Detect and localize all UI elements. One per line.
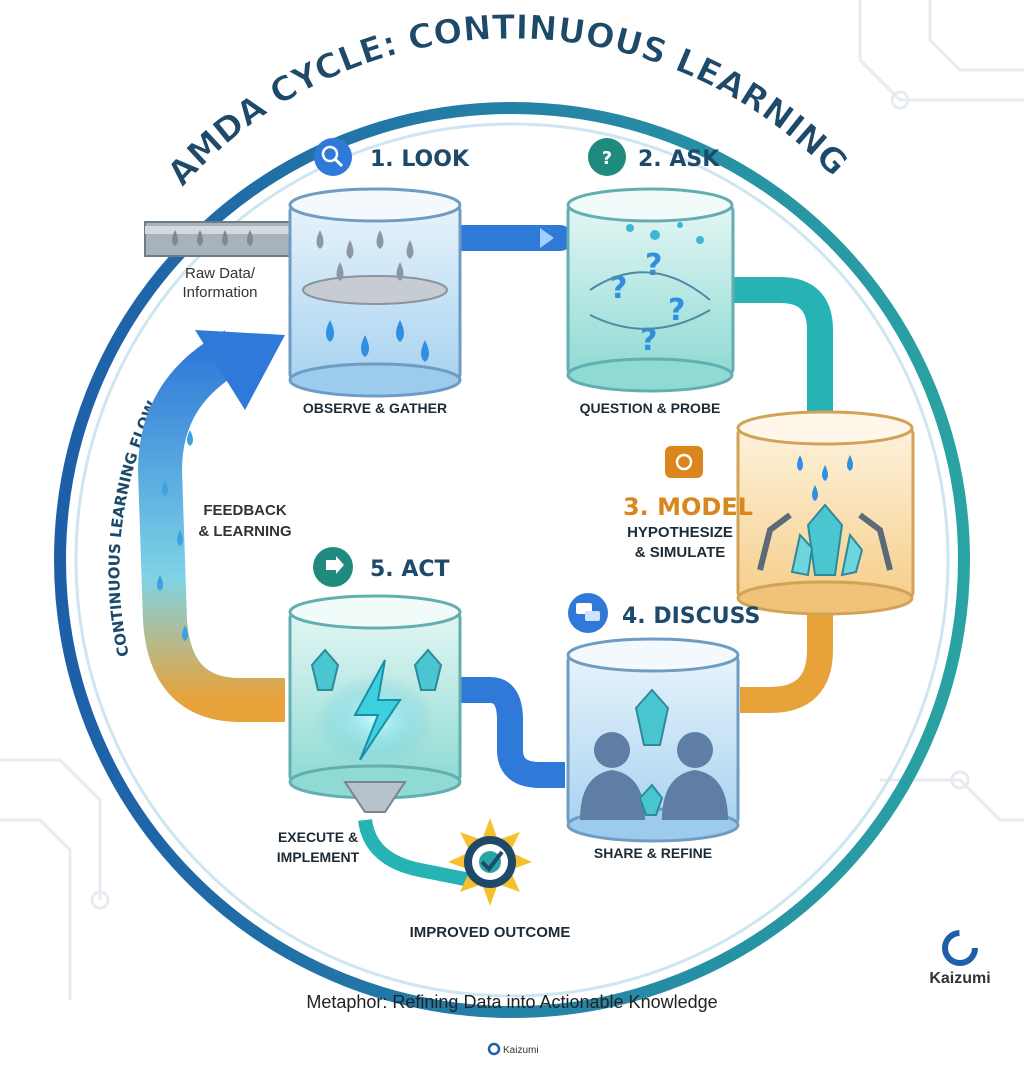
act-caption-line1: EXECUTE &: [278, 829, 358, 845]
feedback-arrow: [137, 330, 285, 722]
question-bubble-icon: [588, 138, 626, 176]
magnifier-chart-icon: [314, 138, 352, 176]
inner-ring: [74, 122, 950, 998]
footer-caption: Metaphor: Refining Data into Actionable …: [306, 992, 717, 1012]
brand-small-logo: [487, 1042, 501, 1056]
model-caption-line2: & SIMULATE: [635, 544, 726, 561]
pipe-ask-to-model: [730, 277, 833, 420]
look-caption: OBSERVE & GATHER: [303, 400, 447, 416]
tank-look: [288, 187, 462, 398]
pipe-model-to-discuss: [740, 610, 833, 713]
model-caption-line1: HYPOTHESIZE: [627, 524, 733, 541]
brand-name: Kaizumi: [929, 970, 990, 987]
input-label-line2: Information: [182, 284, 257, 301]
ask-caption: QUESTION & PROBE: [580, 400, 721, 416]
pipe-discuss-to-act: [460, 677, 565, 788]
act-caption-line2: IMPLEMENT: [277, 849, 360, 865]
svg-text:?: ?: [668, 293, 685, 328]
outcome-target-icon: [448, 818, 532, 906]
blueprint-gear-icon: [665, 446, 703, 478]
tank-act: [288, 594, 462, 813]
feedback-label-line1: FEEDBACK: [203, 502, 287, 519]
tank-ask: ????: [566, 187, 735, 393]
input-label-line1: Raw Data/: [185, 265, 256, 282]
svg-text:?: ?: [610, 271, 627, 306]
input-pipe: [144, 221, 296, 257]
pipe-act-to-outcome: [358, 818, 472, 887]
svg-text:?: ?: [645, 248, 662, 283]
ask-title: 2. ASK: [638, 147, 720, 172]
tank-discuss: [566, 637, 740, 843]
brand-logo: [942, 930, 978, 966]
discuss-title: 4. DISCUSS: [622, 604, 760, 629]
background-circuit: [0, 0, 1024, 1000]
svg-text:?: ?: [640, 323, 657, 358]
model-title: 3. MODEL: [623, 493, 753, 521]
brand-small-name: Kaizumi: [503, 1045, 539, 1056]
outer-ring: [54, 102, 970, 1018]
act-title: 5. ACT: [370, 557, 450, 582]
look-title: 1. LOOK: [370, 147, 470, 172]
discuss-caption: SHARE & REFINE: [594, 845, 712, 861]
feedback-label-line2: & LEARNING: [198, 523, 291, 540]
outcome-label: IMPROVED OUTCOME: [410, 924, 571, 941]
svg-text:?: ?: [602, 148, 612, 169]
tank-model: [736, 410, 915, 616]
